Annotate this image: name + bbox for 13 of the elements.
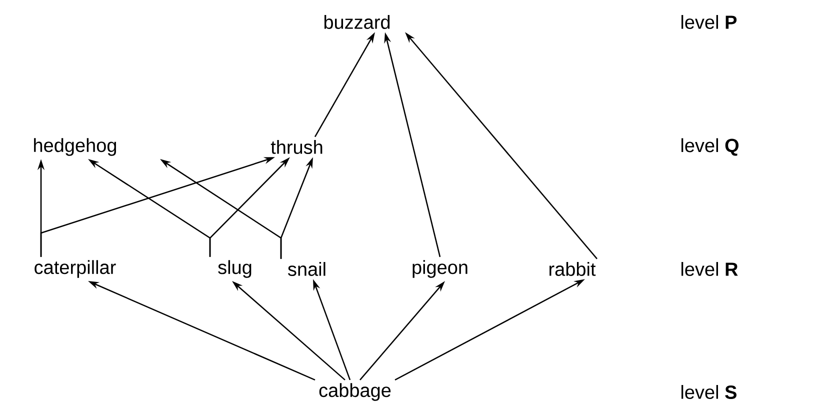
organism-label: buzzard (324, 15, 390, 29)
organism-label: cabbage (319, 383, 391, 401)
level-label: level P (681, 15, 737, 29)
level-label: level R (681, 262, 738, 276)
organism-label: slug (218, 260, 252, 278)
organism-label: snail (288, 262, 326, 276)
level-label: level S (681, 385, 736, 399)
organism-label: pigeon (412, 260, 468, 278)
organism-label: caterpillar (34, 260, 116, 278)
organism-label: rabbit (550, 262, 596, 276)
organism-label: hedgehog (34, 138, 116, 156)
level-label: level Q (681, 138, 739, 156)
organism-label: thrush (270, 140, 322, 154)
